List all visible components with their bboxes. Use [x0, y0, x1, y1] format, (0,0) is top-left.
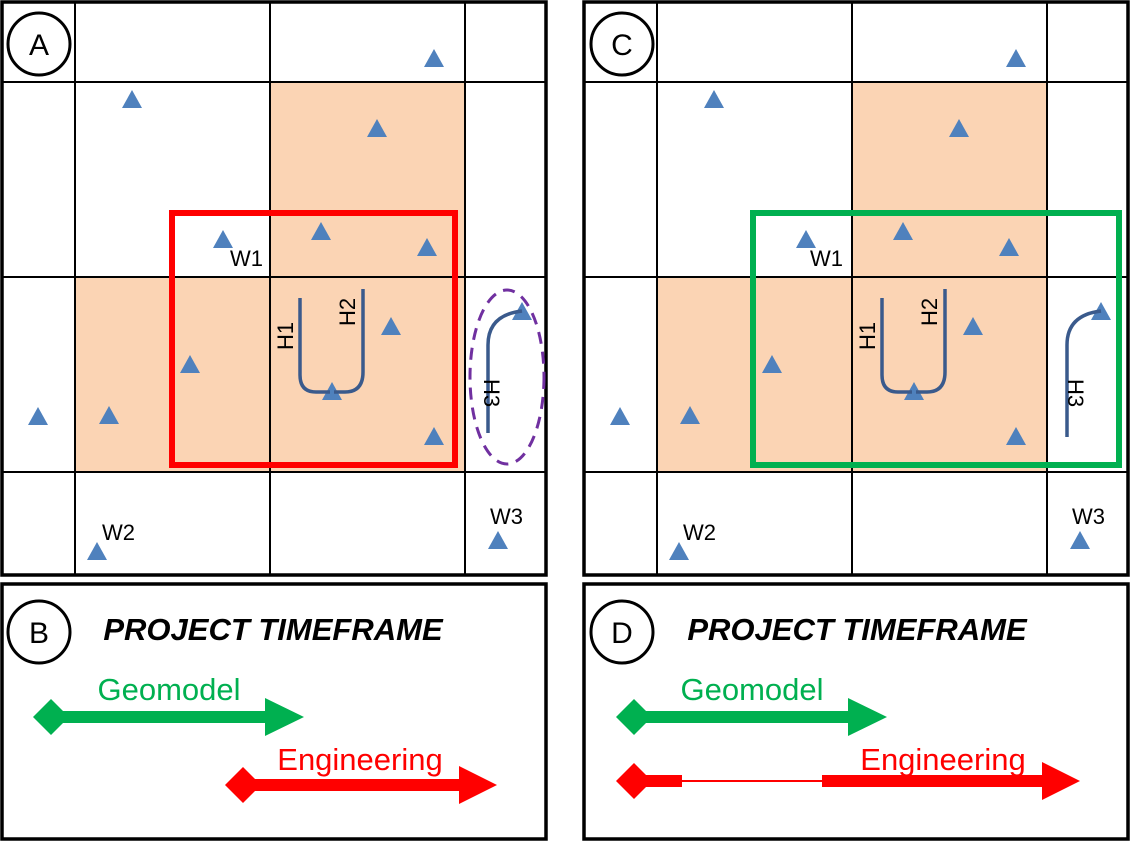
panel-label-a: A	[29, 29, 49, 62]
timeframe-title-b: PROJECT TIMEFRAME	[103, 612, 444, 647]
well-triangle	[999, 238, 1019, 256]
well-triangle	[180, 355, 200, 373]
panel-a: W1 W2 W3 H1 H2 H3 A	[0, 0, 548, 577]
panel-label-c: C	[611, 29, 633, 62]
well-triangle	[28, 407, 48, 425]
well-triangle	[610, 407, 630, 425]
dashed-ellipse-h3	[468, 288, 546, 466]
well-path-h1	[298, 298, 330, 394]
geomodel-bar	[634, 711, 850, 723]
well-triangle	[704, 90, 724, 108]
well-path-h3	[486, 309, 523, 433]
well-triangle	[213, 230, 233, 248]
engineering-thin-line	[682, 780, 824, 782]
well-triangle	[904, 382, 924, 400]
engineering-arrowhead	[459, 766, 497, 804]
horizontal-label-h3: H3	[1063, 379, 1088, 407]
well-label-w3: W3	[1072, 504, 1105, 529]
well-triangle	[762, 355, 782, 373]
well-triangle	[122, 90, 142, 108]
panel-c-border	[582, 0, 1130, 577]
well-paths-a	[298, 289, 523, 433]
panel-label-circle-b	[6, 599, 72, 665]
well-triangle	[311, 222, 331, 240]
well-path-h2	[334, 289, 365, 394]
well-path-h1	[880, 298, 912, 394]
engineering-bar	[243, 779, 461, 791]
panel-b: B PROJECT TIMEFRAME Geomodel Engineering	[0, 582, 548, 841]
panel-d: D PROJECT TIMEFRAME Geomodel Engineering	[582, 582, 1130, 841]
red-study-area-box	[169, 210, 458, 468]
engineering-arrow-b	[225, 766, 497, 804]
panel-label-b: B	[29, 617, 49, 650]
well-triangle	[963, 317, 983, 335]
panel-label-circle-a	[6, 11, 72, 77]
panel-label-d: D	[611, 617, 633, 650]
well-triangle	[669, 542, 689, 560]
well-triangles-a	[28, 49, 532, 560]
green-study-area-box	[750, 210, 1122, 468]
well-triangle	[949, 119, 969, 137]
well-triangle	[367, 119, 387, 137]
horizontal-label-h1: H1	[855, 322, 880, 350]
geomodel-arrow-d	[616, 698, 887, 736]
well-triangle	[1070, 531, 1090, 549]
well-triangle	[424, 427, 444, 445]
engineering-early-bar	[634, 775, 682, 787]
well-triangle	[87, 542, 107, 560]
geomodel-arrowhead	[848, 698, 887, 736]
geomodel-label-d: Geomodel	[680, 672, 823, 707]
well-path-h3	[1065, 309, 1102, 437]
horizontal-label-h1: H1	[273, 322, 298, 350]
well-triangle	[381, 317, 401, 335]
well-triangle	[1006, 427, 1026, 445]
timeframe-title-d: PROJECT TIMEFRAME	[687, 612, 1028, 647]
engineering-bar	[822, 775, 1044, 787]
panel-c: W1 W2 W3 H1 H2 H3 C	[582, 0, 1130, 577]
geomodel-bar	[51, 711, 267, 723]
well-label-w2: W2	[102, 520, 135, 545]
well-label-w3: W3	[490, 504, 523, 529]
well-triangle	[893, 222, 913, 240]
well-triangle	[322, 382, 342, 400]
well-triangle	[1006, 49, 1026, 67]
engineering-label-b: Engineering	[277, 742, 442, 777]
well-label-w2: W2	[683, 520, 716, 545]
well-triangle	[488, 531, 508, 549]
geomodel-label-b: Geomodel	[97, 672, 240, 707]
horizontal-label-h2: H2	[335, 298, 360, 326]
grid-lines-c	[584, 2, 1128, 575]
engineering-label-d: Engineering	[860, 742, 1025, 777]
well-label-w1: W1	[810, 246, 843, 271]
geomodel-arrow-b	[33, 698, 304, 736]
well-paths-c	[880, 289, 1102, 437]
well-triangle	[417, 238, 437, 256]
well-triangle	[796, 230, 816, 248]
well-triangle	[99, 406, 119, 424]
panel-a-border	[0, 0, 548, 577]
horizontal-label-h2: H2	[917, 298, 942, 326]
well-triangle	[680, 406, 700, 424]
panel-label-circle-c	[589, 11, 655, 77]
well-triangles-c	[610, 49, 1111, 560]
engineering-arrow-d	[616, 762, 1080, 800]
panel-label-circle-d	[589, 599, 655, 665]
well-path-h2	[916, 289, 947, 394]
well-triangle	[424, 49, 444, 67]
well-label-w1: W1	[230, 246, 263, 271]
horizontal-label-h3: H3	[479, 379, 504, 407]
grid-lines-a	[2, 2, 546, 575]
engineering-arrowhead	[1042, 762, 1080, 800]
geomodel-arrowhead	[265, 698, 304, 736]
